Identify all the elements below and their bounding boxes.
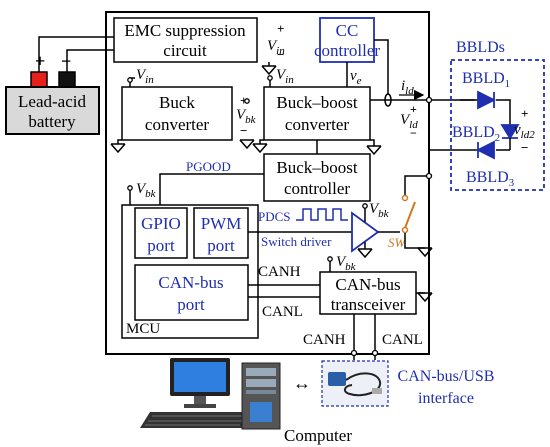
wire-current-sense xyxy=(374,39,389,95)
gpio-port-block xyxy=(134,207,188,259)
bblds-title: BBLDs xyxy=(456,39,505,56)
vld2-minus: − xyxy=(521,140,528,155)
led3-symbol xyxy=(475,140,495,160)
battery-label-line1: Lead-acid xyxy=(18,92,86,111)
trx-vbk-label: Vbk xyxy=(336,254,357,273)
bbc-line1: Buck–boost xyxy=(276,158,358,177)
vld-label: Vld xyxy=(400,112,418,131)
pwm-port-block xyxy=(193,207,249,259)
canh-label-mcu: CANH xyxy=(258,264,301,280)
buck-vin-label: Vin xyxy=(136,67,154,86)
wire-battery-pos xyxy=(38,36,114,72)
led1-label: BBLD1 xyxy=(462,70,510,90)
wire-pgood xyxy=(159,173,264,208)
battery-neg-terminal xyxy=(58,71,76,88)
emc-line2: circuit xyxy=(163,41,207,60)
gpio-line1: GPIO xyxy=(141,214,181,233)
battery-body xyxy=(5,86,100,135)
battery-pos-sign: + xyxy=(35,51,45,71)
ground-bb xyxy=(252,143,268,153)
emc-line1: EMC suppression xyxy=(124,21,246,40)
interface-line2: interface xyxy=(418,390,474,407)
bbc-line2: controller xyxy=(284,179,350,198)
switch-blade xyxy=(404,201,416,229)
ground-buck xyxy=(110,143,126,153)
vld-minus: − xyxy=(410,126,417,140)
bblds-box xyxy=(450,59,545,191)
wire-battery-neg xyxy=(66,49,114,72)
vld-plus: + xyxy=(410,102,417,116)
canl-label-mcu: CANL xyxy=(262,304,303,320)
canh-label-out: CANH xyxy=(303,332,346,348)
led1-symbol xyxy=(477,90,497,110)
trx-line1: CAN-bus xyxy=(335,275,400,294)
pdcs-label: PDCS xyxy=(258,209,291,224)
battery-pos-terminal xyxy=(30,71,48,88)
interface-device xyxy=(328,372,382,397)
led2-label: BBLD2 xyxy=(452,124,500,144)
buck-out-minus: − xyxy=(240,123,247,138)
emc-out-plus: + xyxy=(277,21,284,36)
interface-line1: CAN-bus/USB xyxy=(398,368,495,385)
system-frame xyxy=(105,11,430,355)
pwm-line2: port xyxy=(207,236,235,255)
ground-driver xyxy=(357,248,373,258)
buck-out-plus: + xyxy=(240,93,247,108)
buck-line2: converter xyxy=(145,115,210,134)
ild-label: ild xyxy=(401,78,414,97)
monitor xyxy=(170,358,230,408)
battery: + − Lead-acid battery xyxy=(5,51,100,135)
pgood-label: PGOOD xyxy=(186,159,231,174)
vld2-plus: + xyxy=(521,106,528,121)
mcu-vbk-label: Vbk xyxy=(136,181,157,200)
switch-driver-triangle xyxy=(351,211,380,253)
bb-vin-label: Vin xyxy=(276,67,294,86)
emc-out-minus: − xyxy=(277,47,284,62)
bb-line1: Buck–boost xyxy=(276,93,358,112)
trx-line2: transceiver xyxy=(331,295,406,314)
cc-line2: controller xyxy=(314,41,380,60)
canl-label-out: CANL xyxy=(382,332,423,348)
vld2-label: vld2 xyxy=(514,122,535,141)
ground-bb-out xyxy=(366,145,382,155)
battery-neg-sign: − xyxy=(61,51,71,71)
buck-vbk-label: Vbk xyxy=(236,107,257,126)
bb-line2: converter xyxy=(285,115,350,134)
link-arrow: ↔ xyxy=(293,373,311,393)
pwm-line1: PWM xyxy=(201,214,242,233)
emc-vin-label: Vin xyxy=(267,38,285,57)
emc-block xyxy=(113,17,258,63)
buck-boost-controller-block xyxy=(263,153,371,202)
driver-vbk-label: Vbk xyxy=(369,201,390,220)
ve-label: ve xyxy=(350,68,362,87)
can-port-block xyxy=(134,264,249,321)
pdcs-waveform xyxy=(296,208,348,221)
battery-label-line2: battery xyxy=(28,112,76,131)
ground-emc xyxy=(261,65,277,75)
gpio-line2: port xyxy=(147,236,175,255)
led3-label: BBLD3 xyxy=(466,169,515,189)
canport-line2: port xyxy=(177,295,205,314)
cc-controller-block xyxy=(319,17,375,63)
keyboard xyxy=(140,412,250,428)
switch-driver-label: Switch driver xyxy=(261,234,332,249)
ground-buck-out xyxy=(239,139,255,149)
buck-converter-block xyxy=(121,86,233,141)
computer-label: Computer xyxy=(284,426,352,445)
mcu-label: MCU xyxy=(126,321,160,337)
canport-line1: CAN-bus xyxy=(158,273,223,292)
cc-line1: CC xyxy=(336,21,359,40)
buck-line1: Buck xyxy=(159,93,195,112)
computer-tower xyxy=(241,362,281,430)
sw-label: SW xyxy=(388,235,407,250)
